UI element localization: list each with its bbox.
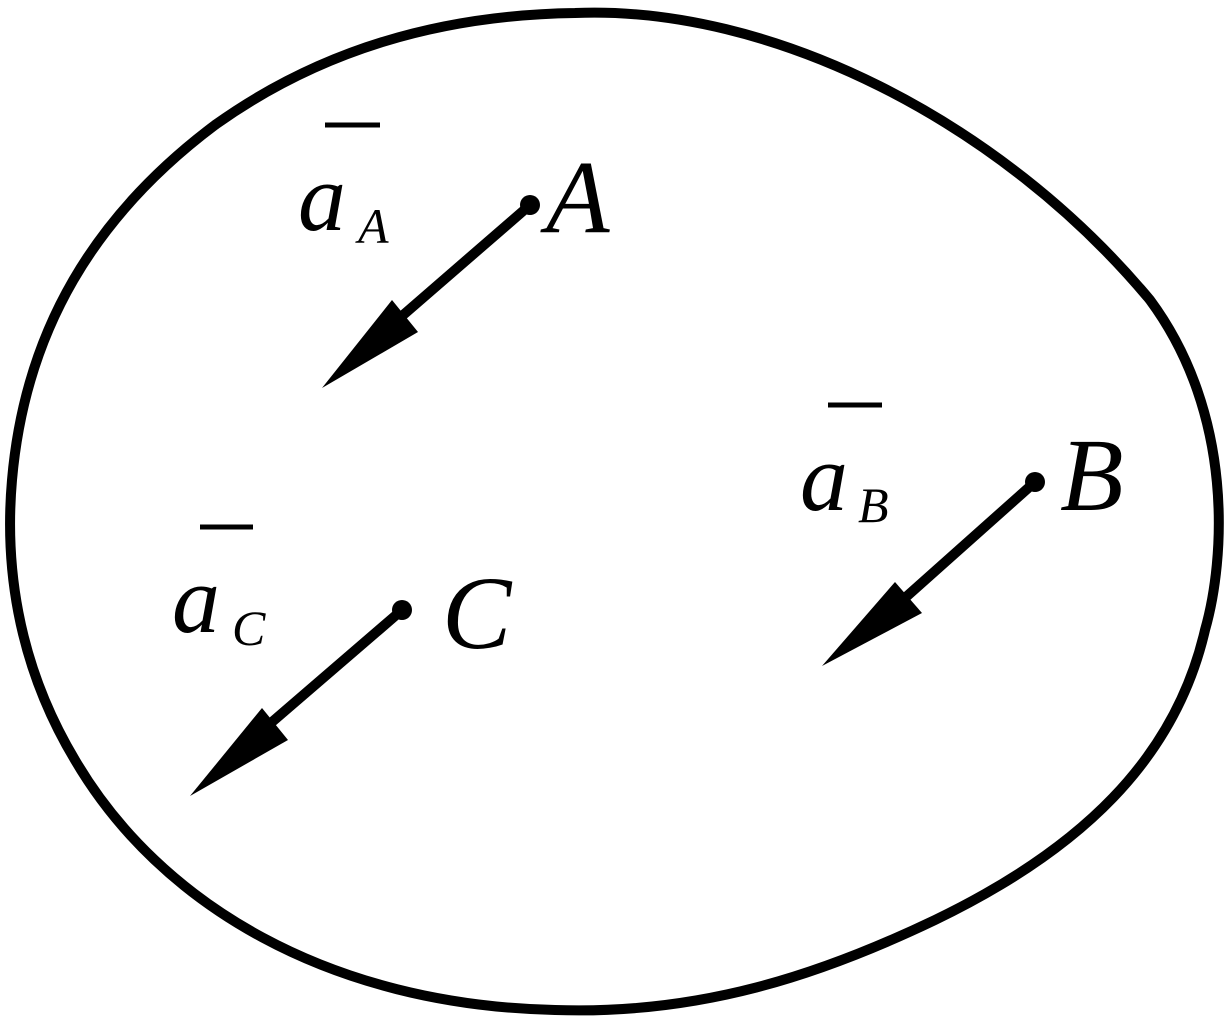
- vector-a-a-shaft: [397, 200, 535, 321]
- vector-a-a-arrowhead: [322, 300, 418, 388]
- point-a-label: A: [540, 140, 610, 255]
- vector-a-c-shaft: [267, 605, 407, 727]
- point-c-label: C: [442, 556, 513, 671]
- vector-a-b-shaft: [901, 477, 1040, 602]
- vector-a-c-arrowhead: [190, 708, 288, 796]
- point-b-group: B a B: [800, 402, 1124, 666]
- point-a-group: A a A: [298, 122, 610, 388]
- point-b-dot: [1025, 472, 1045, 492]
- point-b-label: B: [1060, 418, 1124, 533]
- point-c-group: C a C: [172, 524, 513, 796]
- vector-a-b-subscript: B: [858, 477, 889, 533]
- vector-a-b-arrowhead: [822, 582, 922, 666]
- point-a-dot: [520, 195, 540, 215]
- vector-a-c-subscript: C: [232, 600, 266, 656]
- vector-a-b-symbol: a: [800, 424, 848, 531]
- point-c-dot: [392, 600, 412, 620]
- vector-a-a-symbol: a: [298, 144, 346, 251]
- body-outline: [5, 7, 1224, 1016]
- vector-a-a-subscript: A: [355, 198, 389, 254]
- vector-a-c-symbol: a: [172, 546, 220, 653]
